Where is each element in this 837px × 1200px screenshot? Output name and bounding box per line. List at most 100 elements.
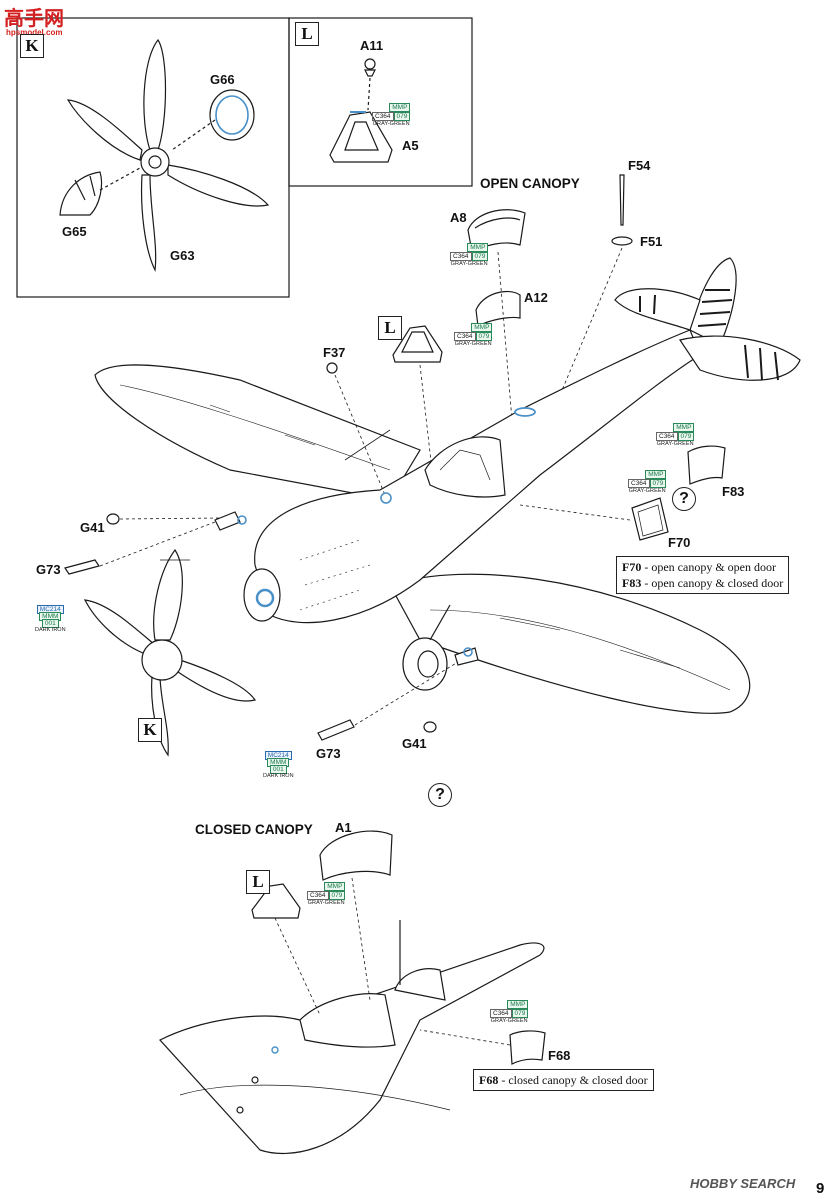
paint-name: DARK IRON — [35, 627, 66, 633]
paint-code: 001 — [41, 619, 59, 628]
label-f68: F68 — [548, 1048, 571, 1063]
paint-name: GRAY-GREEN — [454, 341, 492, 347]
canopy-a12-drawing — [475, 251, 521, 421]
paint-name: GRAY-GREEN — [628, 488, 666, 494]
windscreen-a5-drawing — [329, 111, 393, 163]
option-symbol-f70: ? — [672, 487, 696, 511]
propeller-g63-drawing — [66, 38, 270, 273]
paint-code: C364 — [628, 479, 650, 488]
part-g73-bottom-drawing — [317, 661, 459, 741]
paint-name: GRAY-GREEN — [656, 441, 694, 447]
paint-brand: MMP — [471, 323, 493, 332]
note-code: F70 — [622, 560, 642, 574]
open-canopy-heading: OPEN CANOPY — [480, 176, 580, 191]
paint-code: 079 — [475, 332, 493, 341]
inset-l-frame — [288, 17, 473, 187]
paint-code: C364 — [372, 112, 394, 121]
paint-code: 079 — [328, 891, 346, 900]
leader-lines — [160, 429, 391, 561]
label-a1: A1 — [335, 820, 352, 835]
paint-brand: MMP — [673, 423, 695, 432]
paint-code: C364 — [454, 332, 476, 341]
label-g73-left: G73 — [36, 562, 61, 577]
label-a5: A5 — [402, 138, 419, 153]
label-g41-left: G41 — [80, 520, 105, 535]
antenna-f54-drawing — [559, 174, 633, 396]
closed-canopy-heading: CLOSED CANOPY — [195, 822, 313, 837]
part-a11-drawing — [364, 58, 376, 111]
door-f83-drawing — [687, 445, 726, 485]
paint-brand: MMP — [324, 882, 346, 891]
note-f70: F70 - open canopy & open door — [622, 559, 783, 575]
windscreen-mid-drawing — [392, 325, 443, 471]
paint-code: MMM — [39, 612, 62, 621]
watermark-url: hpsmodel.com — [6, 28, 63, 37]
step-l-mid: L — [378, 316, 402, 340]
footer-brand: HOBBY SEARCH — [690, 1176, 796, 1191]
note-f68: F68 - closed canopy & closed door — [473, 1069, 654, 1091]
step-k-inset: K — [20, 34, 44, 58]
paint-code: MMM — [267, 758, 290, 767]
watermark-cn: 高手网 — [4, 8, 64, 30]
paint-name: GRAY-GREEN — [307, 900, 345, 906]
label-f70: F70 — [668, 535, 691, 550]
paint-brand: MC214 — [264, 751, 292, 760]
closed-canopy-drawing — [159, 830, 546, 1155]
label-f54: F54 — [628, 158, 651, 173]
paint-name: GRAY-GREEN — [372, 121, 410, 127]
step-l-inset: L — [295, 22, 319, 46]
page-number: 9 — [816, 1180, 825, 1197]
paint-name: GRAY-GREEN — [450, 261, 488, 267]
part-f37-drawing — [326, 362, 392, 504]
backplate-g66-drawing — [99, 89, 255, 191]
part-g41-left-drawing — [106, 513, 223, 525]
paint-callout-g73-bottom: MC214 MMM 001 DARK IRON — [263, 751, 294, 780]
label-a11: A11 — [360, 38, 384, 53]
paint-code: 079 — [511, 1009, 529, 1018]
label-a12: A12 — [524, 290, 548, 305]
paint-brand: MMP — [389, 103, 411, 112]
paint-code: 079 — [649, 479, 667, 488]
label-g66: G66 — [210, 72, 235, 87]
paint-code: 001 — [269, 765, 287, 774]
note-text: - closed canopy & closed door — [498, 1073, 648, 1087]
note-f70-f83: F70 - open canopy & open door F83 - open… — [616, 556, 790, 594]
label-g41-bottom: G41 — [402, 736, 427, 751]
paint-code: C364 — [450, 252, 472, 261]
note-text: - open canopy & closed door — [641, 576, 784, 590]
note-text: - open canopy & open door — [641, 560, 776, 574]
paint-brand: MMP — [507, 1000, 529, 1009]
part-g73-left-drawing — [64, 521, 216, 575]
paint-callout-g73-left: MC214 MMM 001 DARK IRON — [35, 605, 66, 634]
step-k-bottom: K — [138, 718, 162, 742]
paint-code: C364 — [307, 891, 329, 900]
note-code: F68 — [479, 1073, 499, 1087]
paint-name: DARK IRON — [263, 773, 294, 779]
paint-code: 079 — [393, 112, 411, 121]
paint-code: 079 — [471, 252, 489, 261]
label-g65: G65 — [62, 224, 87, 239]
step-l-bottom: L — [246, 870, 270, 894]
option-symbol-closed: ? — [428, 783, 452, 807]
spitfire-main-drawing — [94, 257, 801, 714]
paint-name: GRAY-GREEN — [490, 1018, 528, 1024]
label-f51: F51 — [640, 234, 663, 249]
canopy-a8-drawing — [467, 209, 526, 253]
label-g63: G63 — [170, 248, 195, 263]
paint-brand: MMP — [467, 243, 489, 252]
label-f37: F37 — [323, 345, 346, 360]
note-code: F83 — [622, 576, 642, 590]
label-f83: F83 — [722, 484, 745, 499]
door-f70-drawing — [519, 497, 669, 541]
paint-code: 079 — [677, 432, 695, 441]
label-a8: A8 — [450, 210, 467, 225]
paint-code: C364 — [656, 432, 678, 441]
